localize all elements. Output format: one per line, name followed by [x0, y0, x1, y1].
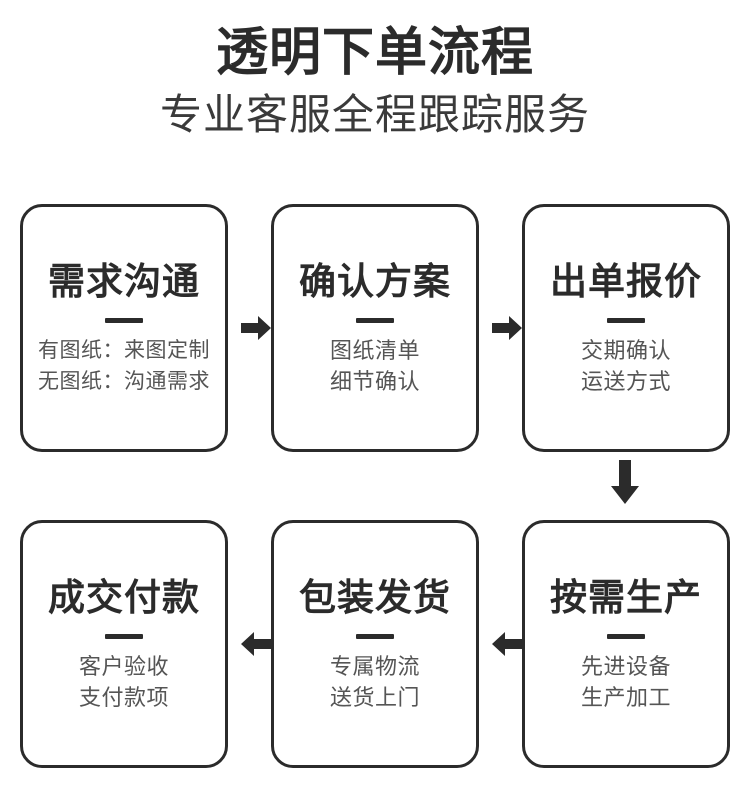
step-title: 包装发货	[299, 576, 451, 618]
process-row-top: 需求沟通 有图纸：来图定制 无图纸：沟通需求 确认方案 图纸清单 细节确认 出单…	[20, 204, 730, 454]
process-step-card-3[interactable]: 出单报价 交期确认 运送方式	[522, 204, 730, 452]
step-detail-list: 客户验收 支付款项	[79, 651, 169, 713]
step-detail-line: 交期确认	[580, 337, 671, 363]
step-detail-line: 支付款项	[78, 684, 169, 710]
step-title: 确认方案	[299, 260, 451, 302]
process-step-card-5[interactable]: 包装发货 专属物流 送货上门	[271, 520, 479, 768]
step-divider	[105, 317, 143, 323]
step-divider	[356, 633, 394, 639]
step-detail-list: 先进设备 生产加工	[581, 651, 671, 713]
step-detail-list: 有图纸：来图定制 无图纸：沟通需求	[38, 335, 210, 397]
process-row-bottom: 成交付款 客户验收 支付款项 包装发货 专属物流 送货上门 按需生产	[20, 520, 730, 770]
step-detail-line: 无图纸：沟通需求	[38, 369, 210, 393]
arrow-down-icon	[610, 460, 640, 506]
step-detail-line: 送货上门	[329, 684, 420, 710]
step-divider	[607, 317, 645, 323]
step-title: 成交付款	[48, 576, 200, 618]
process-step-card-1[interactable]: 需求沟通 有图纸：来图定制 无图纸：沟通需求	[20, 204, 228, 452]
step-detail-list: 图纸清单 细节确认	[330, 335, 420, 397]
process-step-card-2[interactable]: 确认方案 图纸清单 细节确认	[271, 204, 479, 452]
step-divider	[607, 633, 645, 639]
arrow-right-icon	[492, 313, 522, 343]
step-detail-line: 运送方式	[580, 368, 671, 394]
step-divider	[356, 317, 394, 323]
step-title: 出单报价	[550, 260, 702, 302]
step-detail-line: 生产加工	[580, 684, 671, 710]
step-title: 按需生产	[550, 576, 702, 618]
step-divider	[105, 633, 143, 639]
step-detail-line: 客户验收	[78, 653, 169, 679]
step-detail-line: 先进设备	[580, 653, 671, 679]
arrow-left-icon	[492, 629, 522, 659]
step-detail-line: 图纸清单	[329, 337, 420, 363]
process-step-card-4[interactable]: 按需生产 先进设备 生产加工	[522, 520, 730, 768]
step-detail-line: 专属物流	[329, 653, 420, 679]
step-detail-line: 细节确认	[329, 368, 420, 394]
page-subtitle: 专业客服全程跟踪服务	[159, 91, 590, 138]
step-detail-list: 交期确认 运送方式	[581, 335, 671, 397]
process-step-card-6[interactable]: 成交付款 客户验收 支付款项	[20, 520, 228, 768]
step-detail-list: 专属物流 送货上门	[330, 651, 420, 713]
step-detail-line: 有图纸：来图定制	[38, 338, 210, 362]
arrow-right-icon	[241, 313, 271, 343]
header: 透明下单流程 专业客服全程跟踪服务	[0, 0, 750, 140]
page-title: 透明下单流程	[215, 24, 534, 82]
step-title: 需求沟通	[48, 260, 200, 302]
arrow-left-icon	[241, 629, 271, 659]
process-flow: 需求沟通 有图纸：来图定制 无图纸：沟通需求 确认方案 图纸清单 细节确认 出单…	[20, 204, 730, 768]
